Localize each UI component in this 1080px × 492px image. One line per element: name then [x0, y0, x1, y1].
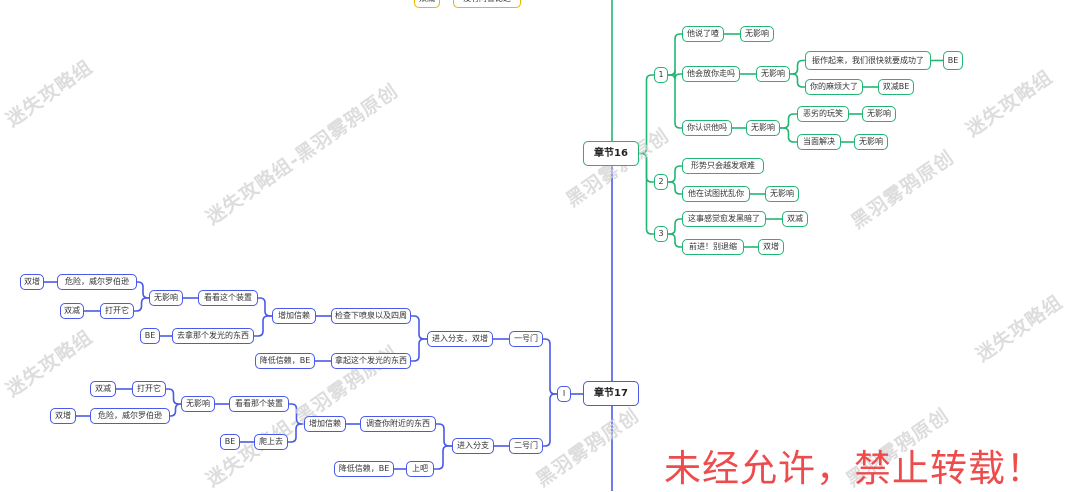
ch17-result: BE — [220, 434, 240, 450]
connector — [543, 338, 557, 395]
ch16-option: 形势只会越发艰难 — [682, 158, 764, 174]
connector — [411, 315, 427, 340]
ch16-result: 无影响 — [854, 134, 888, 150]
ch17-leaf-option: 打开它 — [132, 381, 166, 397]
top-result-node: 双减 — [414, 0, 440, 8]
connector — [790, 59, 805, 75]
ch16-result: 无影响 — [740, 26, 774, 42]
ch17-leaf-option: 打开它 — [100, 303, 134, 319]
ch16-option: 这事感觉愈发黑暗了 — [682, 211, 766, 227]
connector — [790, 73, 805, 88]
ch16-option: 他在试图扰乱你 — [682, 186, 750, 202]
connector — [668, 165, 682, 183]
ch17-effect: 增加信赖 — [304, 416, 346, 432]
ch17-option: 拿起这个发光的东西 — [331, 353, 411, 369]
ch16-option: 你认识他吗 — [682, 120, 732, 136]
ch16-sub-option: 振作起来，我们很快就要成功了 — [805, 51, 931, 70]
connector — [170, 403, 181, 417]
connector — [780, 113, 797, 129]
ch17-branch-I: I — [557, 386, 571, 402]
ch17-leaf-option: 危险，威尔罗伯逊 — [90, 408, 170, 424]
chapter16-node: 章节16 — [583, 141, 639, 166]
copyright-notice: 未经允许，禁止转载！ — [664, 447, 1044, 490]
ch16-result: 无影响 — [756, 66, 790, 82]
ch17-effect: 降低信赖，BE — [334, 461, 394, 477]
connector — [436, 423, 452, 447]
ch17-option: 上吧 — [406, 461, 434, 477]
connector — [639, 74, 654, 155]
ch17-sub-option: 看看这个装置 — [198, 290, 258, 306]
ch16-result: 双减BE — [878, 79, 914, 95]
ch16-result: 无影响 — [765, 186, 799, 202]
ch17-result: 双增 — [20, 274, 44, 290]
ch17-sub-option: 去拿那个发光的东西 — [172, 328, 254, 344]
ch16-branch-1: 1 — [654, 67, 668, 83]
connector — [134, 297, 149, 312]
ch17-option: 调查你附近的东西 — [360, 416, 436, 432]
ch16-option: 他说了喳 — [682, 26, 724, 42]
chapter17-node: 章节17 — [583, 381, 639, 406]
ch17-result: 无影响 — [149, 290, 183, 306]
connector — [258, 297, 272, 317]
ch17-effect: 降低信赖，BE — [255, 353, 315, 369]
connector — [288, 423, 304, 443]
ch16-result: 无影响 — [746, 120, 780, 136]
connector — [668, 218, 682, 235]
ch16-branch-2: 2 — [654, 174, 668, 190]
ch16-sub-option: 恶劣的玩笑 — [797, 106, 849, 122]
ch16-option: 前进！别退缩 — [682, 239, 744, 255]
connector — [543, 393, 557, 447]
top-option-node: 没有阿鲁比之 — [453, 0, 521, 8]
connector — [254, 315, 272, 337]
ch16-branch-3: 3 — [654, 226, 668, 242]
ch17-sub-option: 看看那个装置 — [229, 396, 289, 412]
ch17-effect: 增加信赖 — [272, 308, 316, 324]
connector — [668, 233, 682, 248]
connector — [289, 403, 304, 425]
ch17-result: 双增 — [50, 408, 76, 424]
ch17-branch-choice: 进入分支 — [452, 438, 494, 454]
ch17-branch-choice: 进入分支，双增 — [427, 331, 493, 347]
ch17-result: 双减 — [90, 381, 116, 397]
ch17-gate-2: 二号门 — [509, 438, 543, 454]
ch17-gate-1: 一号门 — [509, 331, 543, 347]
connector — [780, 127, 797, 143]
connector — [434, 445, 452, 470]
ch17-result: 双减 — [60, 303, 84, 319]
ch16-sub-option: 当面解决 — [797, 134, 841, 150]
connector — [668, 181, 682, 195]
connector — [166, 388, 181, 405]
connector — [668, 74, 682, 129]
connector — [639, 152, 654, 235]
connector — [137, 281, 149, 299]
ch16-option: 他会放你走吗 — [682, 66, 740, 82]
ch16-result: 无影响 — [862, 106, 896, 122]
ch16-sub-option: 你的麻烦大了 — [805, 79, 863, 95]
ch17-sub-option: 爬上去 — [254, 434, 288, 450]
ch17-leaf-option: 危险，威尔罗伯逊 — [57, 274, 137, 290]
ch16-result: 双增 — [758, 239, 784, 255]
connector — [411, 338, 427, 362]
ch17-result: 无影响 — [181, 396, 215, 412]
ch17-option: 检查下喷泉以及四周 — [331, 308, 411, 324]
connector — [668, 33, 682, 76]
ch16-result: 双减 — [782, 211, 808, 227]
ch16-result: BE — [943, 51, 963, 70]
ch17-result: BE — [140, 328, 160, 344]
